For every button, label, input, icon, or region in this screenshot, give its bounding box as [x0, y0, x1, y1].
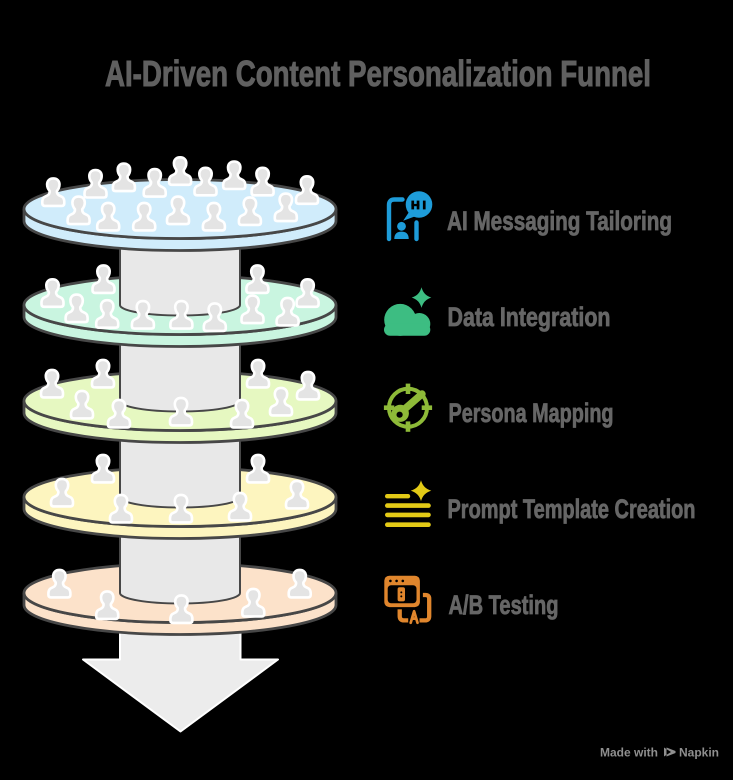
svg-text:AI Messaging Tailoring: AI Messaging Tailoring: [447, 206, 672, 236]
svg-text:Data Integration: Data Integration: [448, 302, 611, 332]
svg-text:Made with: Made with: [600, 746, 658, 760]
svg-text:AI-Driven Content Personalizat: AI-Driven Content Personalization Funnel: [105, 53, 651, 94]
svg-text:A/B Testing: A/B Testing: [449, 590, 559, 620]
svg-text:Napkin: Napkin: [679, 746, 719, 760]
svg-text:Prompt Template Creation: Prompt Template Creation: [448, 494, 696, 524]
svg-text:Persona Mapping: Persona Mapping: [449, 398, 614, 428]
